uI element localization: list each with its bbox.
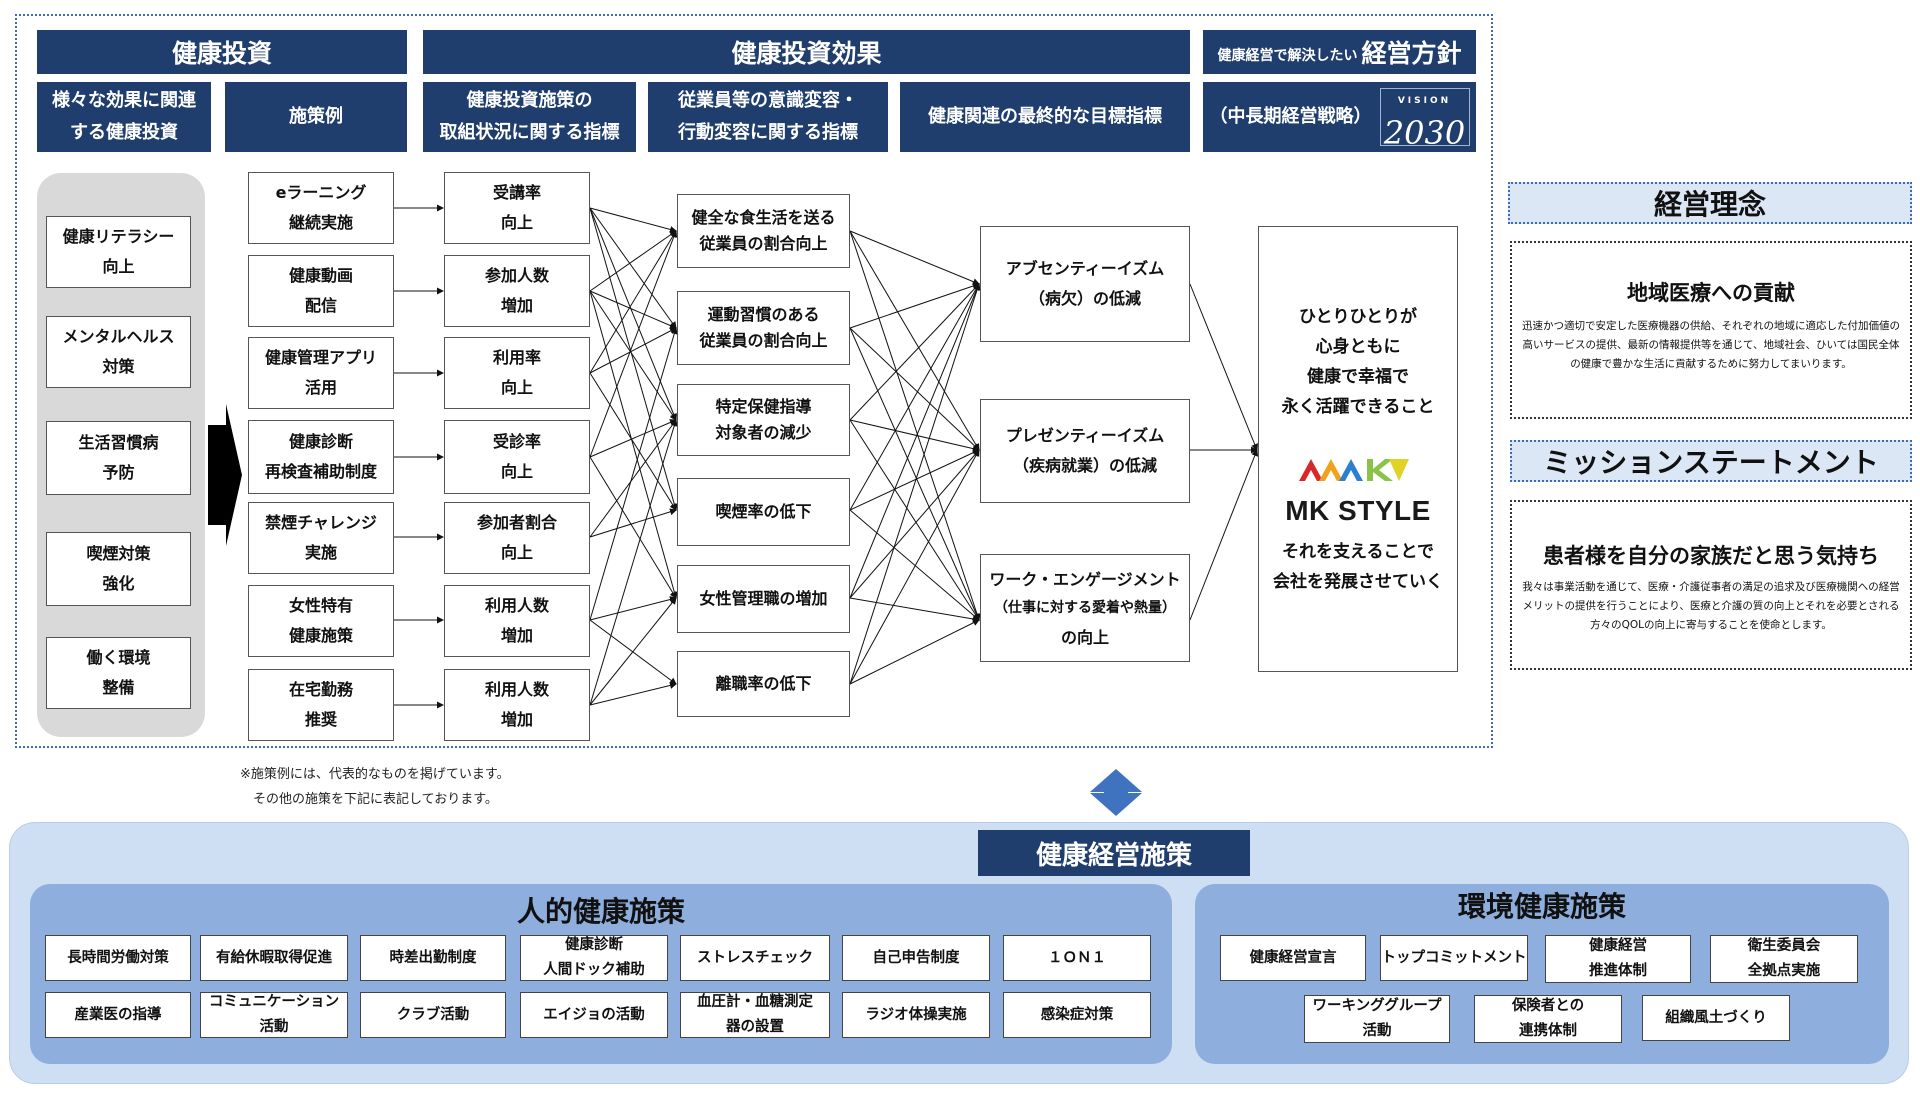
example-item: 健康診断 再検査補助制度 [248,420,394,494]
human-measure-tile: 産業医の指導 [45,992,191,1038]
initiative-metric: 利用率 向上 [444,337,590,409]
environment-measure-tile: ワーキンググループ 活動 [1304,995,1450,1043]
awareness-metric: 健全な食生活を送る 従業員の割合向上 [677,194,850,268]
environment-measures-title: 環境健康施策 [1457,890,1626,923]
initiative-metric: 利用人数 増加 [444,585,590,657]
header-examples: 施策例 [225,82,407,152]
human-measure-tile: 健康診断 人間ドック補助 [520,935,668,981]
example-item: 女性特有 健康施策 [248,585,394,657]
final-metric-absenteeism: アブセンティーイズム （病欠）の低減 [980,226,1190,342]
human-measure-tile: エイジョの活動 [520,992,668,1038]
final-metric-engagement: ワーク・エンゲージメント （仕事に対する愛着や熱量） の向上 [980,554,1190,662]
human-measure-tile: コミュニケーション 活動 [200,992,348,1038]
header-policy-large: 経営方針 [1361,39,1462,68]
header-awareness-metrics: 従業員等の意識変容・ 行動変容に関する指標 [648,82,888,152]
goal-statement: ひとりひとりが 心身ともに 健康で幸福で 永く活躍できること [1281,307,1435,417]
header-initiative-metrics: 健康投資施策の 取組状況に関する指標 [423,82,636,152]
awareness-metric: 喫煙率の低下 [677,478,850,546]
header-investment: 健康投資 [37,30,407,74]
double-arrow-icon [1090,769,1142,816]
environment-measure-tile: 組織風土づくり [1642,995,1790,1041]
vision-year: 2030 [1383,114,1466,152]
philosophy-body: 迅速かつ適切で安定した医療機器の供給、それぞれの地域に適応した付加価値の高いサー… [1522,320,1900,370]
header-strategy-text: （中長期経営戦略） [1209,106,1372,127]
header-policy: 健康経営で解決したい 経営方針 [1203,30,1476,74]
initiative-metric: 受診率 向上 [444,420,590,494]
header-final-metrics: 健康関連の最終的な目標指標 [900,82,1190,152]
header-policy-small: 健康経営で解決したい [1217,48,1358,64]
investment-area: メンタルヘルス 対策 [46,316,191,388]
human-measure-tile: １ＯＮ１ [1003,935,1151,981]
investment-area: 健康リテラシー 向上 [46,216,191,288]
human-measure-tile: 有給休暇取得促進 [200,935,348,981]
vision-2030-logo: VISION 2030 [1379,88,1470,152]
examples-note: ※施策例には、代表的なものを掲げています。 その他の施策を下記に表記しております… [240,767,510,807]
environment-measure-tile: トップコミットメント [1380,935,1528,981]
initiative-metric: 参加人数 増加 [444,255,590,327]
human-measure-tile: 血圧計・血糖測定 器の設置 [680,992,830,1038]
engagement-line3: の向上 [1060,627,1109,647]
mk-style-logo-text: MK STYLE [1285,495,1431,526]
engagement-line2: （仕事に対する愛着や熱量） [994,599,1176,616]
mission-body: 我々は事業活動を通じて、医療・介護従事者の満足の追求及び医療機関への経営メリット… [1522,581,1900,631]
philosophy-box: 地域医療への貢献 迅速かつ適切で安定した医療機器の供給、それぞれの地域に適応した… [1510,241,1912,419]
mk-style-logo [1299,459,1409,481]
header-effects: 健康投資効果 [423,30,1190,74]
example-item: eラーニング 継続実施 [248,172,394,244]
example-item: 健康動画 配信 [248,255,394,327]
human-measure-tile: 時差出勤制度 [360,935,506,981]
vision-label: VISION [1397,96,1452,106]
philosophy-title: 経営理念 [1508,182,1912,224]
awareness-metric: 運動習慣のある 従業員の割合向上 [677,291,850,365]
mission-heading: 患者様を自分の家族だと思う気持ち [1543,544,1879,568]
goal-support-statement: それを支えることで 会社を発展させていく [1273,542,1443,592]
final-metric-presenteeism: プレゼンティーイズム （疾病就業）の低減 [980,399,1190,503]
environment-measure-tile: 衛生委員会 全拠点実施 [1710,935,1858,983]
awareness-metric: 離職率の低下 [677,651,850,717]
initiative-metric: 利用人数 増加 [444,669,590,741]
health-investment-frame [15,14,1493,748]
example-item: 在宅勤務 推奨 [248,669,394,741]
header-strategy: （中長期経営戦略） VISION 2030 [1203,82,1476,152]
human-measures-title: 人的健康施策 [516,895,685,928]
example-item: 健康管理アプリ 活用 [248,337,394,409]
philosophy-heading: 地域医療への貢献 [1627,281,1795,305]
initiative-metric: 受講率 向上 [444,172,590,244]
header-effects-related: 様々な効果に関連 する健康投資 [37,82,211,152]
health-management-title: 健康経営施策 [978,830,1250,876]
human-measure-tile: ストレスチェック [680,935,830,981]
mission-title: ミッションステートメント [1510,440,1912,482]
engagement-line1: ワーク・エンゲージメント [989,569,1181,589]
investment-area: 喫煙対策 強化 [46,532,191,606]
awareness-metric: 女性管理職の増加 [677,565,850,633]
human-measure-tile: クラブ活動 [360,992,506,1038]
human-measure-tile: ラジオ体操実施 [842,992,990,1038]
human-measure-tile: 自己申告制度 [842,935,990,981]
investment-area: 働く環境 整備 [46,637,191,709]
environment-measure-tile: 健康経営 推進体制 [1545,935,1691,983]
environment-measure-tile: 保険者との 連携体制 [1474,995,1622,1043]
awareness-metric: 特定保健指導 対象者の減少 [677,384,850,456]
human-measure-tile: 長時間労働対策 [45,935,191,981]
investment-area: 生活習慣病 予防 [46,421,191,495]
human-measure-tile: 感染症対策 [1003,992,1151,1038]
example-item: 禁煙チャレンジ 実施 [248,502,394,574]
initiative-metric: 参加者割合 向上 [444,502,590,574]
mission-box: 患者様を自分の家族だと思う気持ち 我々は事業活動を通じて、医療・介護従事者の満足… [1510,500,1912,670]
environment-measure-tile: 健康経営宣言 [1220,935,1366,981]
goal-box: ひとりひとりが 心身ともに 健康で幸福で 永く活躍できること MK STYLE … [1258,226,1458,672]
